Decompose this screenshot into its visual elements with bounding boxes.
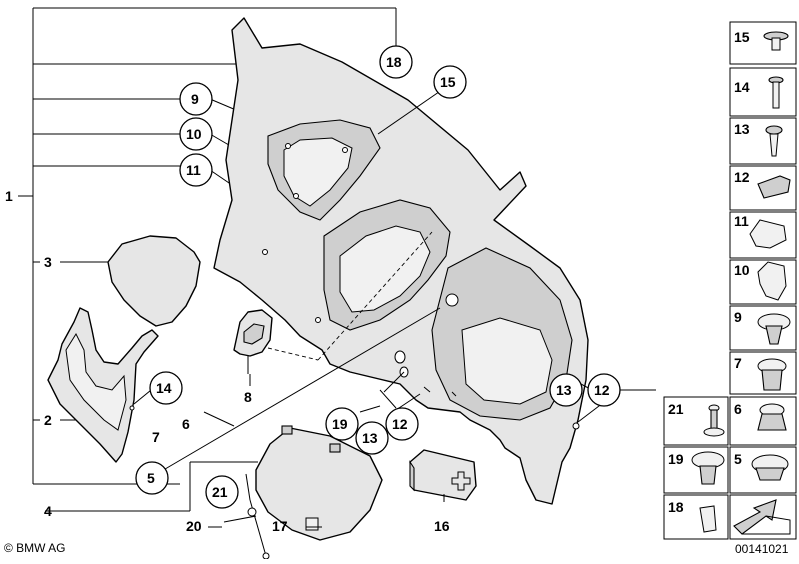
legend-21: 21: [668, 401, 684, 417]
legend-12: 12: [734, 169, 750, 185]
callout-circles: [135, 45, 621, 509]
part-2-lower-trim: [47, 307, 159, 463]
leader-lines: [133, 84, 656, 528]
callout-8: 8: [244, 389, 252, 405]
callout-13b: 13: [556, 382, 572, 398]
legend-14: 14: [734, 79, 750, 95]
legend-13: 13: [734, 121, 750, 137]
callout-18: 18: [386, 54, 402, 70]
callout-20: 20: [186, 518, 202, 534]
callout-15: 15: [440, 74, 456, 90]
callout-15-circle: [433, 65, 467, 99]
legend-19: 19: [668, 451, 684, 467]
callout-6: 6: [182, 416, 190, 432]
callout-3: 3: [44, 254, 52, 270]
callout-4: 4: [44, 503, 52, 519]
legend-5: 5: [734, 451, 742, 467]
part-3-cover: [107, 235, 201, 327]
callout-13a: 13: [362, 430, 378, 446]
callout-9: 9: [191, 91, 199, 107]
callout-21-circle: [205, 475, 239, 509]
callout-19: 19: [332, 416, 348, 432]
callout-14: 14: [156, 380, 172, 396]
callout-12a: 12: [392, 416, 408, 432]
callout-17: 17: [272, 518, 288, 534]
callout-12b: 12: [594, 382, 610, 398]
callout-7: 7: [152, 429, 160, 445]
callout-bracket: [18, 7, 397, 512]
legend-11: 11: [734, 213, 749, 229]
callout-2: 2: [44, 412, 52, 428]
callout-13b-circle: [549, 373, 583, 407]
part-16-first-aid-kit: [409, 449, 477, 501]
callout-10-circle: [179, 117, 213, 151]
callout-21: 21: [212, 484, 228, 500]
main-side-trim-panel: [213, 17, 589, 505]
legend-15: 15: [734, 29, 750, 45]
legend-10: 10: [734, 262, 750, 278]
callout-5-circle: [135, 461, 169, 495]
callout-9-circle: [179, 82, 213, 116]
callout-12-circle: [385, 407, 419, 441]
callout-1: 1: [5, 188, 13, 204]
legend-9: 9: [734, 309, 742, 325]
document-number: 00141021: [735, 542, 789, 556]
callout-19-circle: [325, 407, 359, 441]
callout-14-circle: [149, 371, 183, 405]
legend-7: 7: [734, 355, 742, 371]
legend-18: 18: [668, 499, 684, 515]
hardware-legend: 15 14 13 12 11 10 9 7 21 6 19 5 18: [663, 21, 797, 540]
part-8-bracket: [233, 309, 273, 374]
part-17-cover: [255, 425, 383, 541]
callout-16: 16: [434, 518, 450, 534]
legend-6: 6: [734, 401, 742, 417]
copyright-text: © BMW AG: [4, 541, 66, 555]
callout-12b-circle: [587, 373, 621, 407]
callout-13-circle: [355, 421, 389, 455]
callout-5: 5: [147, 470, 155, 486]
callout-18-circle: [379, 45, 413, 79]
callout-10: 10: [186, 126, 202, 142]
callout-11: 11: [186, 162, 201, 178]
callout-numbers: 1 2 3 4 5 6 7 8 9 10 11 12 12 13 13 14 1…: [5, 54, 610, 534]
callout-11-circle: [179, 153, 213, 187]
